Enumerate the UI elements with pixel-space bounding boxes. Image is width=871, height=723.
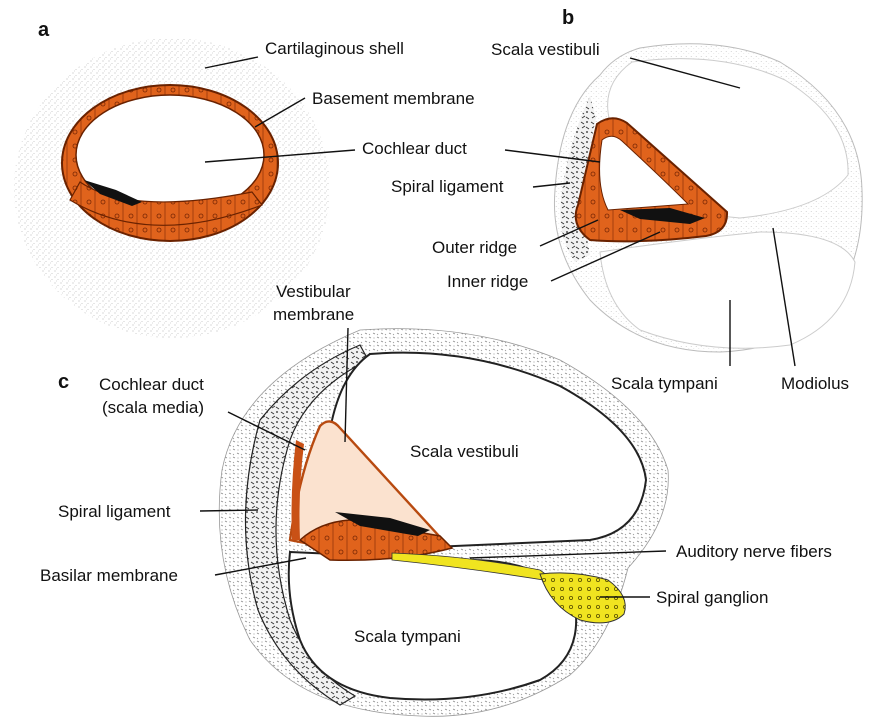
label-spiral-ligament-b: Spiral ligament — [391, 177, 504, 196]
label-spiral-ganglion: Spiral ganglion — [656, 588, 768, 607]
label-vestibular-line2: membrane — [273, 305, 354, 324]
panel-b-letter: b — [562, 7, 574, 29]
label-vestibular-line1: Vestibular — [276, 282, 351, 301]
label-auditory-nerve-fibers: Auditory nerve fibers — [676, 542, 832, 561]
label-scala-tympani-b: Scala tympani — [611, 374, 718, 393]
panel-a-letter: a — [38, 19, 50, 41]
label-scala-vestibuli-b: Scala vestibuli — [491, 40, 600, 59]
label-cochlear-duct-c-line2: (scala media) — [102, 398, 204, 417]
label-inner-ridge: Inner ridge — [447, 272, 528, 291]
label-cartilaginous-shell: Cartilaginous shell — [265, 39, 404, 58]
label-scala-vestibuli-c: Scala vestibuli — [410, 442, 519, 461]
leader-c-ligament — [200, 510, 258, 511]
panel-c-letter: c — [58, 371, 69, 393]
label-basement-membrane: Basement membrane — [312, 89, 475, 108]
label-cochlear-duct-c-line1: Cochlear duct — [99, 375, 204, 394]
label-basilar-membrane: Basilar membrane — [40, 566, 178, 585]
label-cochlear-duct-a: Cochlear duct — [362, 139, 467, 158]
label-spiral-ligament-c: Spiral ligament — [58, 502, 171, 521]
label-modiolus: Modiolus — [781, 374, 849, 393]
label-scala-tympani-c: Scala tympani — [354, 627, 461, 646]
label-outer-ridge: Outer ridge — [432, 238, 517, 257]
